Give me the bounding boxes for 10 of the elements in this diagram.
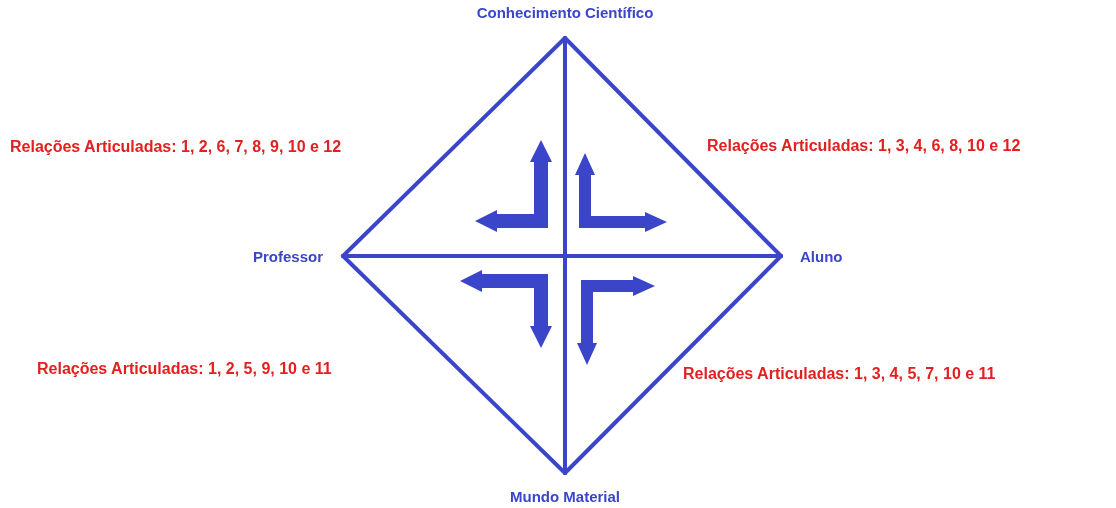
relations-note: Relações Articuladas: 1, 2, 5, 9, 10 e 11	[37, 360, 332, 378]
relations-note: Relações Articuladas: 1, 2, 6, 7, 8, 9, 10 e 12	[10, 138, 342, 156]
connector-line	[341, 254, 783, 258]
relations-note: Relações Articuladas: 1, 3, 4, 5, 7, 10 e 11	[683, 365, 996, 383]
connector-line	[563, 36, 567, 475]
relations-note: Relações Articuladas: 1, 3, 4, 6, 8, 10 e 12	[707, 137, 1021, 155]
vertex-label: Professor	[252, 247, 323, 265]
vertex-label: Conhecimento Científico	[476, 4, 654, 21]
vertex-label: Mundo Material	[510, 488, 620, 505]
vertex-label: Aluno	[800, 247, 843, 265]
